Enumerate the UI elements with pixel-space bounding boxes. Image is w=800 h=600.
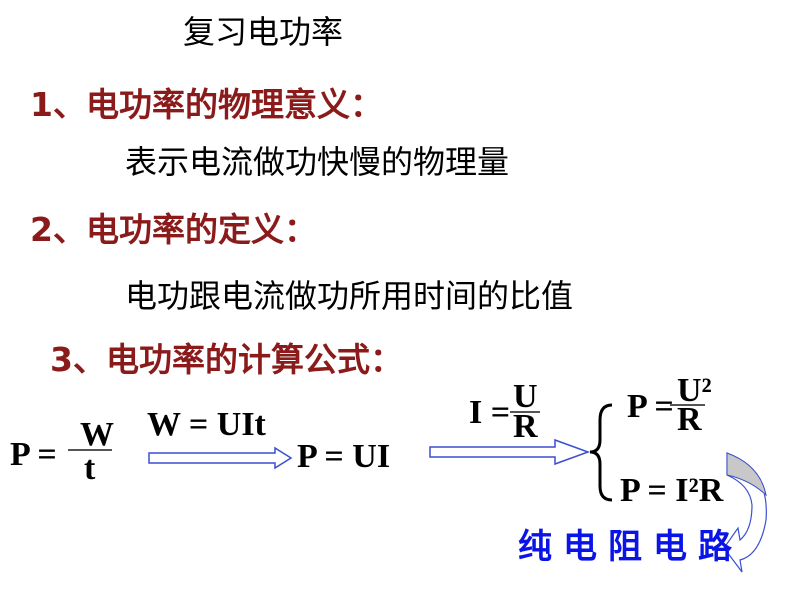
pure-resistance-circuit-note: 纯电阻电路 xyxy=(518,527,743,567)
formula-r-2: R xyxy=(677,401,702,438)
formula-u-squared: U² xyxy=(677,372,712,409)
section-1-heading: 1、电功率的物理意义： xyxy=(30,85,383,124)
arrow-right-icon xyxy=(148,446,293,470)
formula-w-uit: W = UIt xyxy=(147,406,266,443)
formula-u: U xyxy=(513,378,538,415)
section-3-heading: 3、电功率的计算公式： xyxy=(50,340,403,379)
formula-p-equals-2: P = xyxy=(627,388,674,425)
section-1-text: 表示电流做功快慢的物理量 xyxy=(125,143,510,181)
slide-title: 复习电功率 xyxy=(183,13,344,51)
formula-r: R xyxy=(513,408,538,445)
formula-p-i2r: P = I²R xyxy=(620,472,724,509)
formula-p-equals: P = xyxy=(10,436,57,473)
formula-i-equals: I = xyxy=(469,394,511,431)
arrow-right-icon xyxy=(429,438,591,466)
formula-p-ui: P = UI xyxy=(297,438,391,475)
section-2-heading: 2、电功率的定义： xyxy=(30,210,317,249)
brace-icon xyxy=(589,403,613,502)
formula-t: t xyxy=(84,450,96,487)
section-2-text: 电功跟电流做功所用时间的比值 xyxy=(125,277,574,315)
curved-arrow-shade xyxy=(726,452,767,497)
formula-w: W xyxy=(80,416,114,453)
